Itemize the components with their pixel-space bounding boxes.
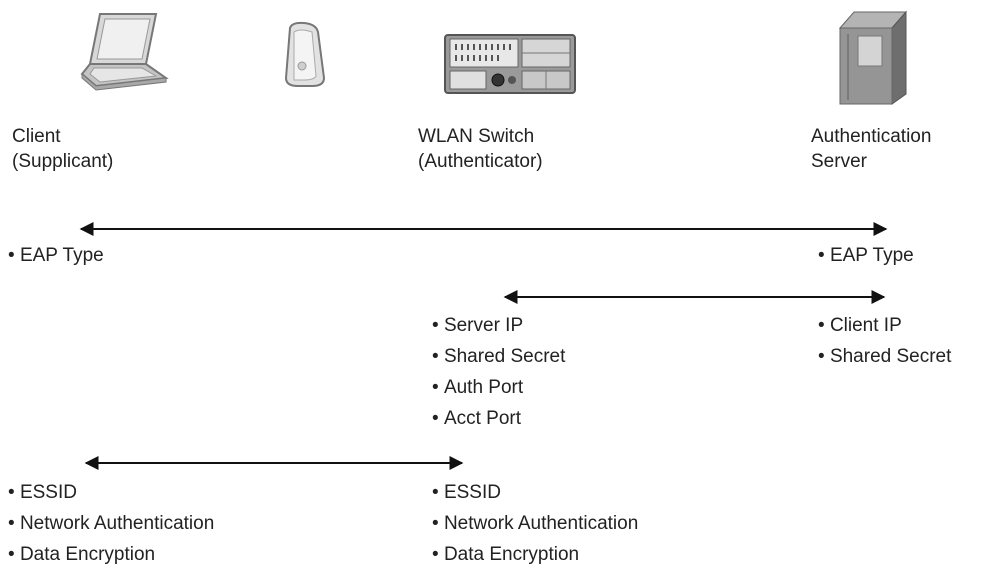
list-item: EAP Type xyxy=(818,240,914,271)
client-wlan-list: ESSID Network Authentication Data Encryp… xyxy=(8,477,214,570)
client-role: (Supplicant) xyxy=(12,151,114,172)
list-item: Shared Secret xyxy=(432,341,565,372)
wlan-switch-role: (Authenticator) xyxy=(418,151,543,172)
server-eap-list: EAP Type xyxy=(818,240,914,271)
switch-wlan-list: ESSID Network Authentication Data Encryp… xyxy=(432,477,638,570)
access-point-icon xyxy=(284,21,326,87)
auth-server-name: Authentication xyxy=(811,126,932,147)
client-label: Client (Supplicant) xyxy=(12,124,113,174)
list-item: Auth Port xyxy=(432,372,565,403)
list-item: Acct Port xyxy=(432,403,565,434)
wlan-switch-name: WLAN Switch xyxy=(418,126,535,147)
client-eap-list: EAP Type xyxy=(8,240,104,271)
wlan-switch-label: WLAN Switch (Authenticator) xyxy=(418,124,543,174)
laptop-icon xyxy=(80,13,169,91)
list-item: Data Encryption xyxy=(8,539,214,570)
switch-radius-list: Server IP Shared Secret Auth Port Acct P… xyxy=(432,310,565,434)
list-item: EAP Type xyxy=(8,240,104,271)
list-item: Server IP xyxy=(432,310,565,341)
server-icon xyxy=(838,10,908,105)
list-item: Network Authentication xyxy=(432,508,638,539)
list-item: ESSID xyxy=(432,477,638,508)
list-item: Data Encryption xyxy=(432,539,638,570)
server-radius-list: Client IP Shared Secret xyxy=(818,310,951,372)
auth-server-role: Server xyxy=(811,151,867,172)
client-name: Client xyxy=(12,126,61,147)
auth-server-label: Authentication Server xyxy=(811,124,931,174)
list-item: Client IP xyxy=(818,310,951,341)
list-item: Network Authentication xyxy=(8,508,214,539)
list-item: ESSID xyxy=(8,477,214,508)
list-item: Shared Secret xyxy=(818,341,951,372)
wlan-switch-icon xyxy=(444,34,576,94)
